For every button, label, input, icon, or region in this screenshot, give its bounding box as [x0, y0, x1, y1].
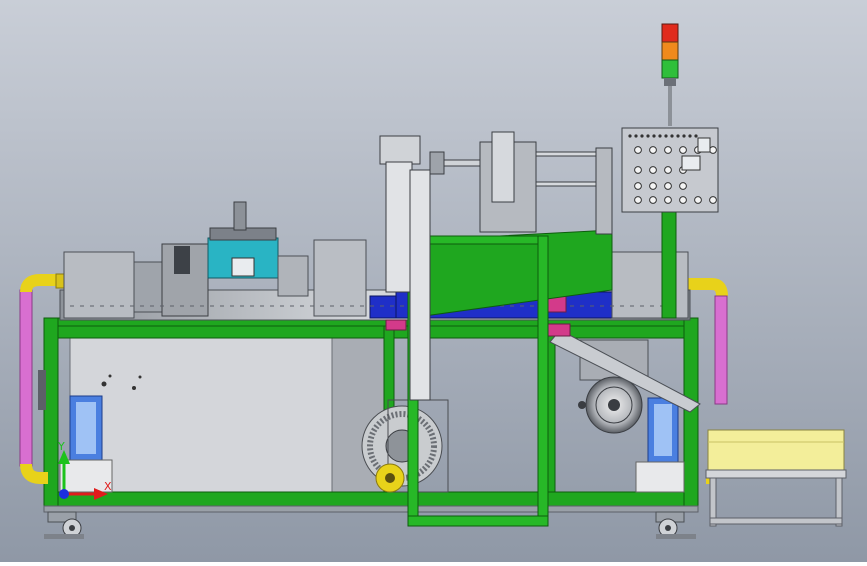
indicator-dot-icon: [634, 134, 638, 138]
round-button-icon: [664, 196, 672, 204]
indicator-dot-icon: [676, 134, 680, 138]
square-display-icon: [681, 155, 701, 171]
round-button-icon: [679, 182, 687, 190]
round-button-icon: [664, 166, 672, 174]
main-frame: [38, 317, 699, 539]
indicator-dot-icon: [646, 134, 650, 138]
signal-tower: [661, 23, 679, 126]
indicator-dot-icon: [652, 134, 656, 138]
indicator-dot-icon: [658, 134, 662, 138]
round-button-icon: [664, 182, 672, 190]
round-button-icon: [634, 146, 642, 154]
air-pipe-left: [19, 273, 67, 484]
indicator-dot-icon: [628, 134, 632, 138]
diagonal-chute: [549, 329, 701, 413]
round-button-icon: [649, 146, 657, 154]
round-button-icon: [649, 166, 657, 174]
triad-x-label: X: [104, 480, 112, 493]
fan-unit-left: [59, 395, 113, 493]
round-button-icon: [634, 196, 642, 204]
indicator-dot-icon: [664, 134, 668, 138]
round-button-icon: [664, 146, 672, 154]
indicator-dot-icon: [688, 134, 692, 138]
round-button-icon: [709, 146, 717, 154]
control-panel: [621, 127, 719, 319]
indicator-dot-icon: [670, 134, 674, 138]
air-pipe-right: [686, 278, 728, 484]
conveyor-deck: [59, 201, 691, 337]
collection-bin: [705, 429, 847, 527]
indicator-dot-icon: [694, 134, 698, 138]
indicator-dot-icon: [640, 134, 644, 138]
triad-y-label: Y: [57, 440, 65, 453]
round-button-icon: [679, 196, 687, 204]
vertical-axis: [379, 135, 485, 401]
round-button-icon: [694, 196, 702, 204]
cabinet-panel: [69, 337, 333, 493]
axis-triad: Y X: [57, 440, 112, 500]
round-button-icon: [649, 182, 657, 190]
round-button-icon: [649, 196, 657, 204]
gantry: [479, 131, 613, 235]
indicator-dot-icon: [682, 134, 686, 138]
round-button-icon: [709, 196, 717, 204]
round-button-icon: [679, 146, 687, 154]
round-button-icon: [634, 182, 642, 190]
round-button-icon: [634, 166, 642, 174]
